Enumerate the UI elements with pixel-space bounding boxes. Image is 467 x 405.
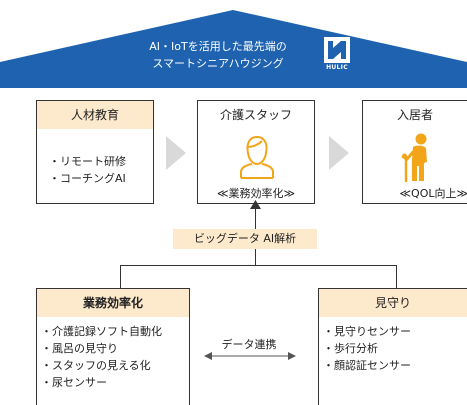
header-line-2: スマートシニアハウジング <box>152 57 284 70</box>
staff-caption: ≪業務効率化≫ <box>216 187 296 200</box>
connector-line <box>255 204 256 229</box>
education-box: 人材教育 ・リモート研修 ・コーチングAI <box>36 100 154 204</box>
efficiency-list: ・介護記録ソフト自動化 ・風呂の見守り ・スタッフの見える化 ・尿センサー <box>41 323 162 391</box>
bigdata-label: ビッグデータ AI解析 <box>173 229 317 249</box>
hulic-logo-icon: HULIC <box>323 36 351 72</box>
education-list: ・リモート研修 ・コーチングAI <box>49 153 126 187</box>
resident-title: 入居者 <box>396 108 433 122</box>
chevron-right-icon <box>329 136 349 170</box>
resident-caption: ≪QOL向上≫ <box>399 187 467 200</box>
double-arrow-icon <box>204 352 296 360</box>
monitoring-title: 見守り <box>319 289 467 317</box>
education-title: 人材教育 <box>37 101 153 129</box>
list-item: ・尿センサー <box>41 376 107 389</box>
list-item: ・コーチングAI <box>49 172 126 185</box>
efficiency-box: 業務効率化 ・介護記録ソフト自動化 ・風呂の見守り ・スタッフの見える化 ・尿セ… <box>36 288 190 405</box>
header-title: AI・IoTを活用した最先端の スマートシニアハウジング <box>120 38 316 72</box>
branch-line <box>120 265 397 266</box>
elderly-person-icon <box>401 133 427 182</box>
arrow-up-icon <box>250 200 261 209</box>
list-item: ・介護記録ソフト自動化 <box>41 325 162 338</box>
header-line-1: AI・IoTを活用した最先端の <box>149 40 287 53</box>
connector-line <box>396 265 397 288</box>
list-item: ・風呂の見守り <box>41 342 118 355</box>
monitoring-box: 見守り ・見守りセンサー ・歩行分析 ・顔認証センサー <box>318 288 467 405</box>
list-item: ・見守りセンサー <box>323 325 411 338</box>
staff-box: 介護スタッフ ≪業務効率化≫ <box>197 100 315 204</box>
list-item: ・顔認証センサー <box>323 359 411 372</box>
chevron-right-icon <box>166 136 186 170</box>
efficiency-title: 業務効率化 <box>37 289 189 317</box>
resident-box: 入居者 ≪QOL向上≫ <box>362 100 467 204</box>
staff-title: 介護スタッフ <box>219 108 292 122</box>
connector-line <box>255 249 256 265</box>
person-icon <box>240 135 274 179</box>
logo-text: HULIC <box>326 64 348 71</box>
list-item: ・スタッフの見える化 <box>41 359 151 372</box>
list-item: ・リモート研修 <box>49 155 126 168</box>
connector-line <box>120 265 121 288</box>
link-label: データ連携 <box>221 338 277 351</box>
list-item: ・歩行分析 <box>323 342 378 355</box>
monitoring-list: ・見守りセンサー ・歩行分析 ・顔認証センサー <box>323 323 411 374</box>
roof-banner <box>0 10 467 88</box>
